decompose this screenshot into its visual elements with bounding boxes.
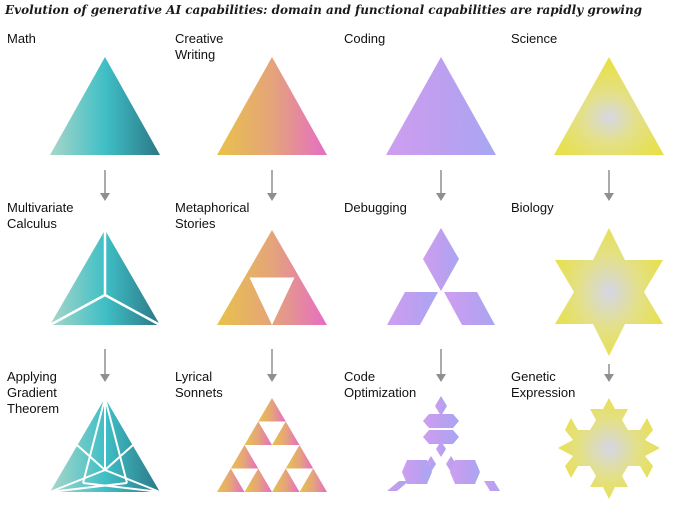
arrow-coding-2 — [436, 349, 446, 382]
arrow-math-2 — [100, 349, 110, 382]
label-biology: Biology — [511, 200, 554, 215]
code-optimization-fractal — [387, 396, 500, 491]
label-genetic-expression: Genetic Expression — [511, 369, 576, 400]
arrow-science-2 — [604, 364, 614, 382]
label-science: Science — [511, 31, 558, 46]
math-triangle — [50, 57, 160, 155]
gradient-theorem-pyramid — [49, 397, 161, 493]
label-coding: Coding — [344, 31, 386, 46]
coding-triangle — [386, 57, 496, 155]
label-applying-gradient-theorem: Applying Gradient Theorem — [7, 369, 60, 416]
science-triangle — [554, 57, 664, 155]
arrow-math-1 — [100, 170, 110, 201]
arrow-science-1 — [604, 170, 614, 201]
figure-title: Evolution of generative AI capabilities:… — [5, 3, 643, 17]
label-math: Math — [7, 31, 36, 46]
label-lyrical-sonnets: Lyrical Sonnets — [175, 369, 223, 400]
metaphorical-stories-triangle — [217, 230, 327, 325]
label-code-optimization: Code Optimization — [344, 369, 417, 400]
arrow-coding-1 — [436, 170, 446, 201]
multivariate-calculus-pyramid — [49, 230, 161, 327]
lyrical-sonnets-sierpinski — [217, 398, 327, 492]
biology-star — [555, 228, 663, 356]
arrow-writing-1 — [267, 170, 277, 201]
debugging-rhombuses — [387, 228, 495, 325]
label-metaphorical-stories: Metaphorical Stories — [175, 200, 250, 231]
label-creative-writing: Creative Writing — [175, 31, 224, 62]
genetic-expression-snowflake — [558, 398, 660, 499]
creative-writing-triangle — [217, 57, 327, 155]
arrow-writing-2 — [267, 349, 277, 382]
label-multivariate-calculus: Multivariate Calculus — [7, 200, 74, 231]
label-debugging: Debugging — [344, 200, 407, 215]
